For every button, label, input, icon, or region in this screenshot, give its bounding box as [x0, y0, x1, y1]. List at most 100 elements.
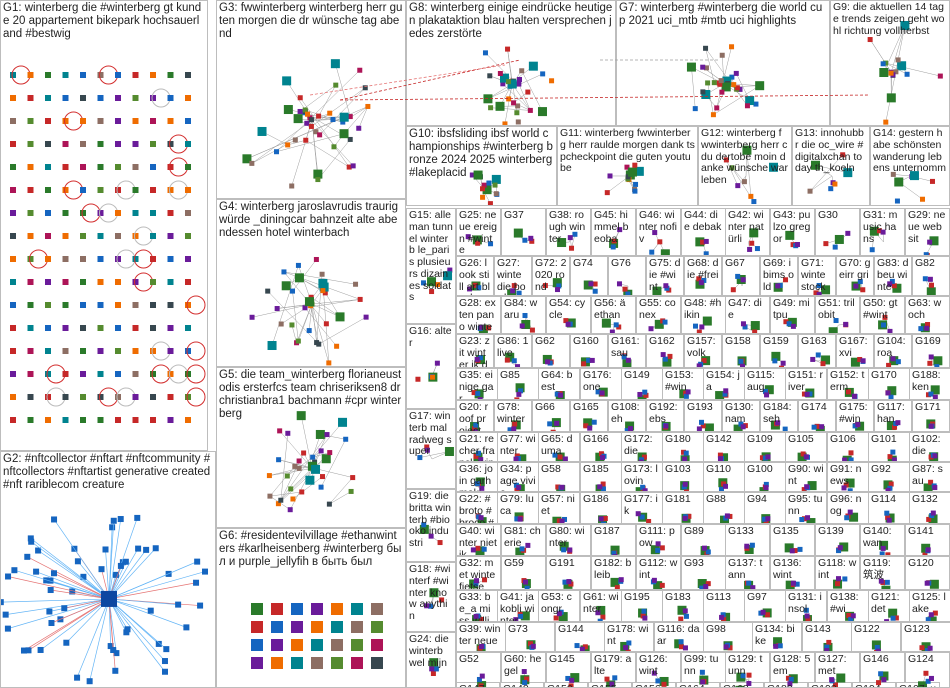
group-g175-panel[interactable]: G175: #win [836, 400, 874, 432]
group-g66-panel[interactable]: G66 [532, 400, 570, 432]
group-g163-panel[interactable]: G163 [798, 334, 836, 368]
group-g121-panel[interactable]: G121: det [868, 590, 910, 622]
group-g168-panel[interactable]: G168 [720, 682, 764, 688]
group-g182-panel[interactable]: G182: bleib [591, 556, 636, 590]
group-g62-panel[interactable]: G62 [532, 334, 570, 368]
group-g180-panel[interactable]: G180 [662, 432, 704, 462]
group-g133-panel[interactable]: G133 [725, 524, 770, 556]
group-g100-panel[interactable]: G100 [744, 462, 786, 492]
group-g150-panel[interactable]: G150 [544, 682, 588, 688]
group-g134-panel[interactable]: G134: bike [752, 622, 802, 652]
group-g23-panel[interactable]: G23: zit winter ik daar [456, 334, 494, 368]
group-g188-panel[interactable]: G188: ken [909, 368, 950, 400]
group-g93-panel[interactable]: G93 [681, 556, 726, 590]
group-g16-panel[interactable]: G16: alter [406, 324, 456, 409]
group-g111-panel[interactable]: G111: pow [636, 524, 681, 556]
group-g68-panel[interactable]: G68: die #frei [684, 256, 722, 296]
group-g184-panel[interactable]: G184: seh [760, 400, 798, 432]
group-g191-panel[interactable]: G191 [546, 556, 591, 590]
group-g119-panel[interactable]: G119: 筑波 [860, 556, 905, 590]
group-g41-panel[interactable]: G41: jakobli winter [497, 590, 539, 622]
group-g36-panel[interactable]: G36: join garh maki [456, 462, 498, 492]
group-g73-panel[interactable]: G73 [505, 622, 555, 652]
group-g90-panel[interactable]: G90: wint [785, 462, 827, 492]
group-g59-panel[interactable]: G59 [501, 556, 546, 590]
group-g107-panel[interactable]: G107: xvi [896, 682, 940, 688]
group-g86-panel[interactable]: G86: 1live [494, 334, 532, 368]
group-g132-panel[interactable]: G132 [909, 492, 950, 524]
group-g161-panel[interactable]: G161: sau [608, 334, 646, 368]
group-g19-panel[interactable]: G19: die britta winterb #biooko industri [406, 489, 456, 562]
group-g104-panel[interactable]: G104: roa [874, 334, 912, 368]
group-g103-panel[interactable]: G103 [662, 462, 704, 492]
group-g171-panel[interactable]: G171 [912, 400, 950, 432]
group-g156-panel[interactable]: G156 [632, 682, 676, 688]
group-g34-panel[interactable]: G34: page vivie [497, 462, 539, 492]
group-g194-panel[interactable]: G194 [852, 682, 896, 688]
group-g118-panel[interactable]: G118: wint [815, 556, 860, 590]
group-g183-panel[interactable]: G183 [662, 590, 704, 622]
group-g32-panel[interactable]: G32: met winte fietse [456, 556, 501, 590]
group-g11-panel[interactable]: G11: winterberg fwwinterberg herr raulde… [557, 126, 698, 206]
group-g61-panel[interactable]: G61: winter [580, 590, 622, 622]
group-g136-panel[interactable]: G136: wint [770, 556, 815, 590]
group-g157-panel[interactable]: G157: volk [684, 334, 722, 368]
group-g79-panel[interactable]: G79: luca [497, 492, 539, 524]
group-g74-panel[interactable]: G74 [570, 256, 608, 296]
group-g22-panel[interactable]: G22: #broto #broco #mtb [456, 492, 498, 524]
group-g45-panel[interactable]: G45: himmel beoba [591, 208, 636, 256]
group-g10-panel[interactable]: G10: ibsfsliding ibsf world championship… [406, 126, 557, 206]
group-g67-panel[interactable]: G67 [722, 256, 760, 296]
group-g131-panel[interactable]: G131: insol [785, 590, 827, 622]
group-g27-panel[interactable]: G27: winte die bord [494, 256, 532, 296]
group-g98-panel[interactable]: G98 [703, 622, 753, 652]
group-g47-panel[interactable]: G47: die [725, 296, 770, 334]
group-g91-panel[interactable]: G91: news [827, 462, 869, 492]
group-g110-panel[interactable]: G110 [703, 462, 745, 492]
group-g30-panel[interactable]: G30 [815, 208, 860, 256]
group-g24-panel[interactable]: G24: die winterb wel mijn [406, 632, 456, 688]
group-g77-panel[interactable]: G77: winter [497, 432, 539, 462]
group-g97-panel[interactable]: G97 [744, 590, 786, 622]
group-g82-panel[interactable]: G82 [912, 256, 950, 296]
group-g55-panel[interactable]: G55: conex [636, 296, 681, 334]
group-g48-panel[interactable]: G48: #hikin [681, 296, 726, 334]
group-g35-panel[interactable]: G35: einige gar [456, 368, 498, 400]
group-g33-panel[interactable]: G33: be_a miss willin [456, 590, 498, 622]
group-g56-panel[interactable]: G56: ä ethan [591, 296, 636, 334]
group-g3-panel[interactable]: G3: fwwinterberg winterberg herr guten m… [216, 0, 406, 199]
group-g28-panel[interactable]: G28: exten pano winte [456, 296, 501, 334]
group-g4-panel[interactable]: G4: winterberg jaroslavrudis traurig wür… [216, 199, 406, 367]
group-g92-panel[interactable]: G92 [868, 462, 910, 492]
group-g5-panel[interactable]: G5: die team_winterberg florianeustodis … [216, 367, 406, 528]
group-g13-panel[interactable]: G13: innohubbr die oc_wire #digitalxchan… [792, 126, 870, 206]
group-g54-panel[interactable]: G54: cycle [546, 296, 591, 334]
group-g112-panel[interactable]: G112: wint [636, 556, 681, 590]
group-g130-panel[interactable]: G130: nam [722, 400, 760, 432]
group-g20-panel[interactable]: G20: roof project winter [456, 400, 494, 432]
group-g193-panel[interactable]: G193 [684, 400, 722, 432]
group-g186-panel[interactable]: G186 [580, 492, 622, 524]
group-g108-panel[interactable]: G108: eh [608, 400, 646, 432]
group-g38-panel[interactable]: G38: rough winter [546, 208, 591, 256]
group-g190-panel[interactable]: G190 [808, 682, 852, 688]
group-g115-panel[interactable]: G115: aug [744, 368, 786, 400]
group-g174-panel[interactable]: G174 [798, 400, 836, 432]
group-g189-panel[interactable]: G189 [764, 682, 808, 688]
group-g37-panel[interactable]: G37 [501, 208, 546, 256]
group-g31-panel[interactable]: G31: music hans [860, 208, 905, 256]
group-g153-panel[interactable]: G153: #win [662, 368, 704, 400]
group-g69-panel[interactable]: G69: ibims old [760, 256, 798, 296]
group-g122-panel[interactable]: G122 [851, 622, 901, 652]
group-g192-panel[interactable]: G192: ebs [646, 400, 684, 432]
group-g9-panel[interactable]: G9: die aktuellen 14 tage trends zeigen … [830, 0, 950, 126]
group-g140-panel[interactable]: G140: wan [860, 524, 905, 556]
group-g148-panel[interactable]: G148 [500, 682, 544, 688]
group-g78-panel[interactable]: G78: winter [494, 400, 532, 432]
group-g72-panel[interactable]: G72: 2020 rond [532, 256, 570, 296]
group-g81-panel[interactable]: G81: cherie [501, 524, 546, 556]
group-g102-panel[interactable]: G102: die [909, 432, 950, 462]
group-g152-panel[interactable]: G152: term [827, 368, 869, 400]
group-g52-panel[interactable]: G52 [456, 652, 501, 688]
group-g64-panel[interactable]: G64: best [538, 368, 580, 400]
